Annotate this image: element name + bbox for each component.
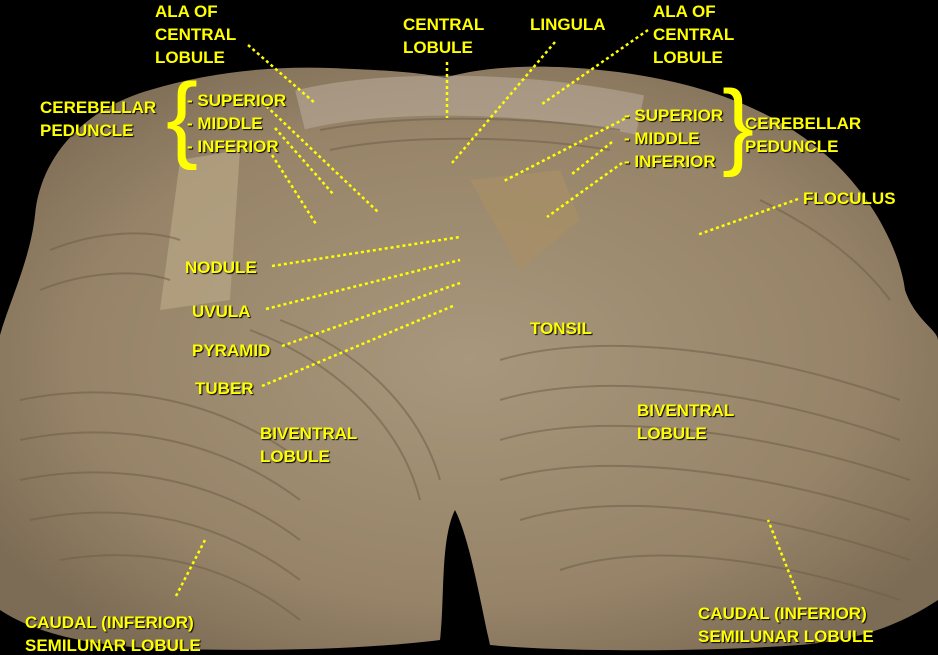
label-superior: - SUPERIOR bbox=[187, 91, 287, 110]
label-line: PEDUNCLE bbox=[40, 121, 134, 140]
label-floculus: FLOCULUS bbox=[803, 189, 896, 208]
label-uvula: UVULA bbox=[192, 302, 251, 321]
label-inferior: - INFERIOR bbox=[187, 137, 279, 156]
label-line: CENTRAL bbox=[403, 15, 485, 34]
label-pyramid: PYRAMID bbox=[192, 341, 271, 360]
label-line: SEMILUNAR LOBULE bbox=[698, 627, 874, 646]
label-line: ALA OF bbox=[155, 2, 218, 21]
label-line: CENTRAL bbox=[653, 25, 735, 44]
label-caudal-semilunar-lobule-right: CAUDAL (INFERIOR) SEMILUNAR LOBULE bbox=[698, 602, 874, 648]
label-tonsil: TONSIL bbox=[530, 319, 593, 338]
label-line: CEREBELLAR bbox=[745, 114, 862, 133]
label-middle: - MIDDLE bbox=[624, 129, 700, 148]
label-line: SEMILUNAR LOBULE bbox=[25, 636, 201, 655]
label-cerebellar-peduncle-left: CEREBELLAR PEDUNCLE bbox=[40, 96, 156, 142]
label-line: BIVENTRAL bbox=[260, 424, 358, 443]
label-line: CEREBELLAR bbox=[40, 98, 157, 117]
label-line: LOBULE bbox=[155, 48, 225, 67]
label-line: CAUDAL (INFERIOR) bbox=[698, 604, 867, 623]
label-line: CENTRAL bbox=[155, 25, 237, 44]
label-line: LOBULE bbox=[637, 424, 707, 443]
label-peduncle-parts-left: - SUPERIOR - MIDDLE - INFERIOR bbox=[187, 89, 286, 158]
label-line: BIVENTRAL bbox=[637, 401, 735, 420]
label-line: ALA OF bbox=[653, 2, 716, 21]
brace-left: { bbox=[166, 64, 199, 171]
pointer-lines bbox=[174, 28, 802, 601]
label-line: LOBULE bbox=[260, 447, 330, 466]
label-lingula: LINGULA bbox=[530, 15, 606, 34]
label-biventral-lobule-left: BIVENTRAL LOBULE bbox=[260, 422, 357, 468]
label-cerebellar-peduncle-right: CEREBELLAR PEDUNCLE bbox=[745, 112, 861, 158]
label-inferior: - INFERIOR bbox=[624, 152, 716, 171]
brace-right: } bbox=[722, 71, 755, 178]
label-line: LOBULE bbox=[403, 38, 473, 57]
label-biventral-lobule-right: BIVENTRAL LOBULE bbox=[637, 399, 734, 445]
label-ala-central-lobule-right: ALA OF CENTRAL LOBULE bbox=[653, 0, 734, 69]
folia-lines bbox=[19, 117, 911, 621]
label-ala-central-lobule-left: ALA OF CENTRAL LOBULE bbox=[155, 0, 236, 69]
label-peduncle-parts-right: - SUPERIOR - MIDDLE - INFERIOR bbox=[624, 104, 723, 173]
label-caudal-semilunar-lobule-left: CAUDAL (INFERIOR) SEMILUNAR LOBULE bbox=[25, 611, 201, 655]
label-tuber: TUBER bbox=[195, 379, 254, 398]
label-line: PEDUNCLE bbox=[745, 137, 839, 156]
label-nodule: NODULE bbox=[185, 258, 257, 277]
label-middle: - MIDDLE bbox=[187, 114, 263, 133]
label-superior: - SUPERIOR bbox=[624, 106, 724, 125]
label-line: LOBULE bbox=[653, 48, 723, 67]
label-line: CAUDAL (INFERIOR) bbox=[25, 613, 194, 632]
label-central-lobule: CENTRAL LOBULE bbox=[403, 13, 484, 59]
